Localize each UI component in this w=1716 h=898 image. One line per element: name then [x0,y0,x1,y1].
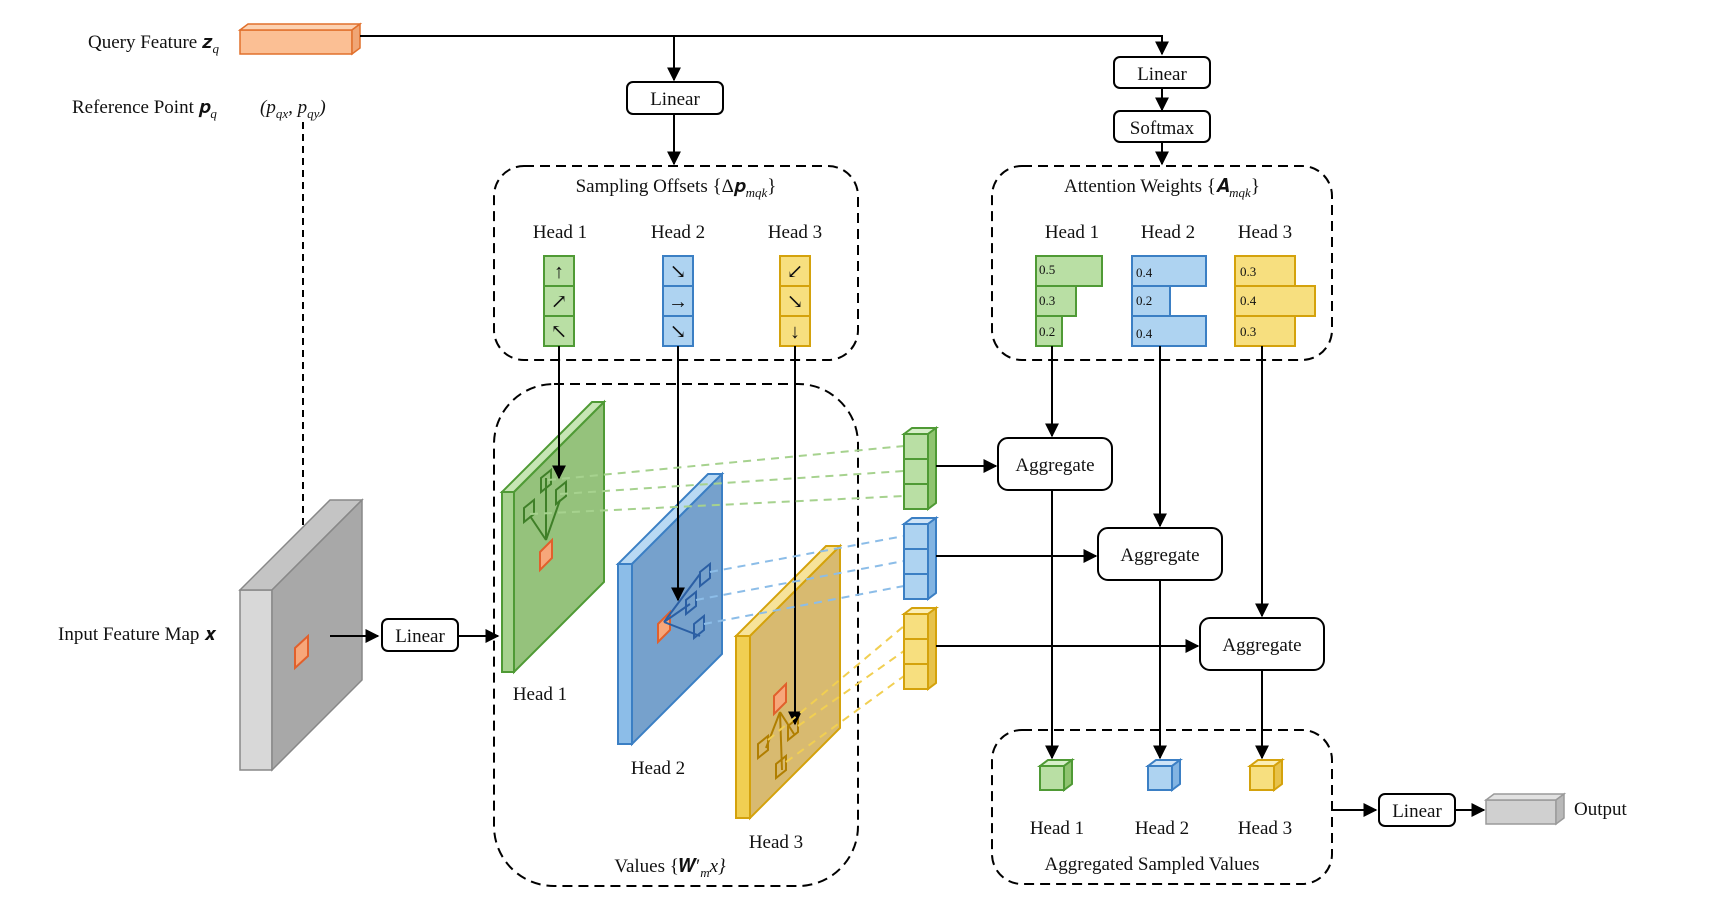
sampling-offsets-group [493,165,859,361]
output-linear-node: Linear [1378,793,1456,827]
weights-head-2-label: Head 2 [1141,222,1195,243]
svg-text:Linear: Linear [1137,64,1187,85]
value-plane-head-3-label: Head 3 [749,832,803,853]
offset-arrow-icon: ↘ [670,261,687,283]
offsets-head-2: Head 2 ↘ → ↘ [651,222,705,347]
weight-value: 0.4 [1240,293,1257,308]
values-title: Values {𝑾′mx} [614,856,726,880]
weight-value: 0.5 [1039,262,1055,277]
svg-text:Softmax: Softmax [1130,118,1195,139]
svg-text:Linear: Linear [1392,801,1442,822]
head-3-sample-lines [767,625,905,763]
weight-value: 0.4 [1136,265,1153,280]
svg-text:Linear: Linear [650,89,700,110]
head-1-sample-lines [529,445,905,515]
aggregate-node-head-3: Aggregate [1199,617,1325,671]
input-feature-map [238,498,364,772]
aggregated-head-2-label: Head 2 [1135,818,1189,839]
sampled-stack-head-3 [901,606,939,691]
offset-arrow-icon: ↙ [787,261,804,283]
aggregate-node-head-2: Aggregate [1097,527,1223,581]
offsets-linear-node: Linear [626,81,724,115]
weights-head-1-label: Head 1 [1045,222,1099,243]
weight-value: 0.4 [1136,326,1153,341]
sampled-stack-head-1 [901,426,939,511]
offsets-head-3-label: Head 3 [768,222,822,243]
value-linear-node: Linear [381,618,459,652]
svg-text:Linear: Linear [395,626,445,647]
offset-arrow-icon: → [668,291,688,313]
reference-point-label: Reference Point 𝒑q [72,97,217,121]
offset-arrow-icon: ↘ [787,291,804,313]
output-block [1483,792,1567,826]
aggregated-head-2: Head 2 [1135,758,1189,839]
offsets-head-1: Head 1 ↑ ↗ ↖ [533,222,587,347]
query-feature: Query Feature 𝒛q [88,22,363,56]
weights-head-3-label: Head 3 [1238,222,1292,243]
offset-arrow-icon: ↑ [554,261,564,283]
aggregated-head-3-label: Head 3 [1238,818,1292,839]
query-feature-block [237,22,363,56]
softmax-node: Softmax [1113,110,1211,143]
query-sample-point [294,633,309,671]
svg-text:Aggregate: Aggregate [1015,455,1094,476]
sampled-stack-head-2 [901,516,939,601]
values-group [493,383,859,887]
value-plane-head-2-label: Head 2 [631,758,685,779]
value-plane-head-1: Head 1 [499,399,607,705]
weights-head-1: Head 1 0.5 0.3 0.2 [1035,222,1103,347]
offset-arrow-icon: ↖ [551,321,568,343]
query-to-weights-wire [360,35,1169,56]
aggregated-head-3: Head 3 [1238,758,1292,839]
weights-head-2: Head 2 0.4 0.2 0.4 [1131,222,1207,347]
offset-arrow-icon: ↓ [790,321,800,343]
head-3-sample-point [773,681,787,717]
head-3-sampling-marks [757,711,799,781]
value-plane-head-2: Head 2 [615,471,725,779]
weight-value: 0.3 [1240,264,1256,279]
offset-arrow-icon: ↗ [551,291,568,313]
aggregated-values-title: Aggregated Sampled Values [1045,854,1260,875]
aggregated-head-1: Head 1 [1030,758,1084,839]
input-feature-map-label: Input Feature Map 𝒙 [58,624,217,645]
output-label: Output [1574,799,1628,820]
offset-arrow-icon: ↘ [670,321,687,343]
reference-point-coords: (pqx, pqy) [260,97,326,121]
query-feature-label: Query Feature 𝒛q [88,32,219,56]
head-2-sample-lines [695,535,905,625]
head-1-sampling-marks [523,467,567,541]
svg-text:Aggregate: Aggregate [1222,635,1301,656]
aggregate-node-head-1: Aggregate [997,437,1113,491]
svg-text:Aggregate: Aggregate [1120,545,1199,566]
weight-value: 0.2 [1136,293,1152,308]
aggregated-head-1-label: Head 1 [1030,818,1084,839]
attention-weights-title: Attention Weights {𝑨mqk} [1064,176,1260,200]
weight-value: 0.3 [1240,324,1256,339]
sampling-offsets-title: Sampling Offsets {Δ𝒑mqk} [576,176,777,200]
weights-linear-node: Linear [1113,56,1211,89]
weight-value: 0.2 [1039,324,1055,339]
offsets-head-3: Head 3 ↙ ↘ ↓ [768,222,822,347]
attention-weights-group [991,165,1333,361]
aggregated-values-group [991,729,1333,885]
offsets-head-2-label: Head 2 [651,222,705,243]
weight-value: 0.3 [1039,293,1055,308]
offsets-head-1-label: Head 1 [533,222,587,243]
value-plane-head-3: Head 3 [733,543,843,853]
value-plane-head-1-label: Head 1 [513,684,567,705]
reference-point: Reference Point 𝒑q (pqx, pqy) [72,97,326,121]
weights-head-3: Head 3 0.3 0.4 0.3 [1234,222,1316,347]
head-1-sample-point [539,537,553,573]
